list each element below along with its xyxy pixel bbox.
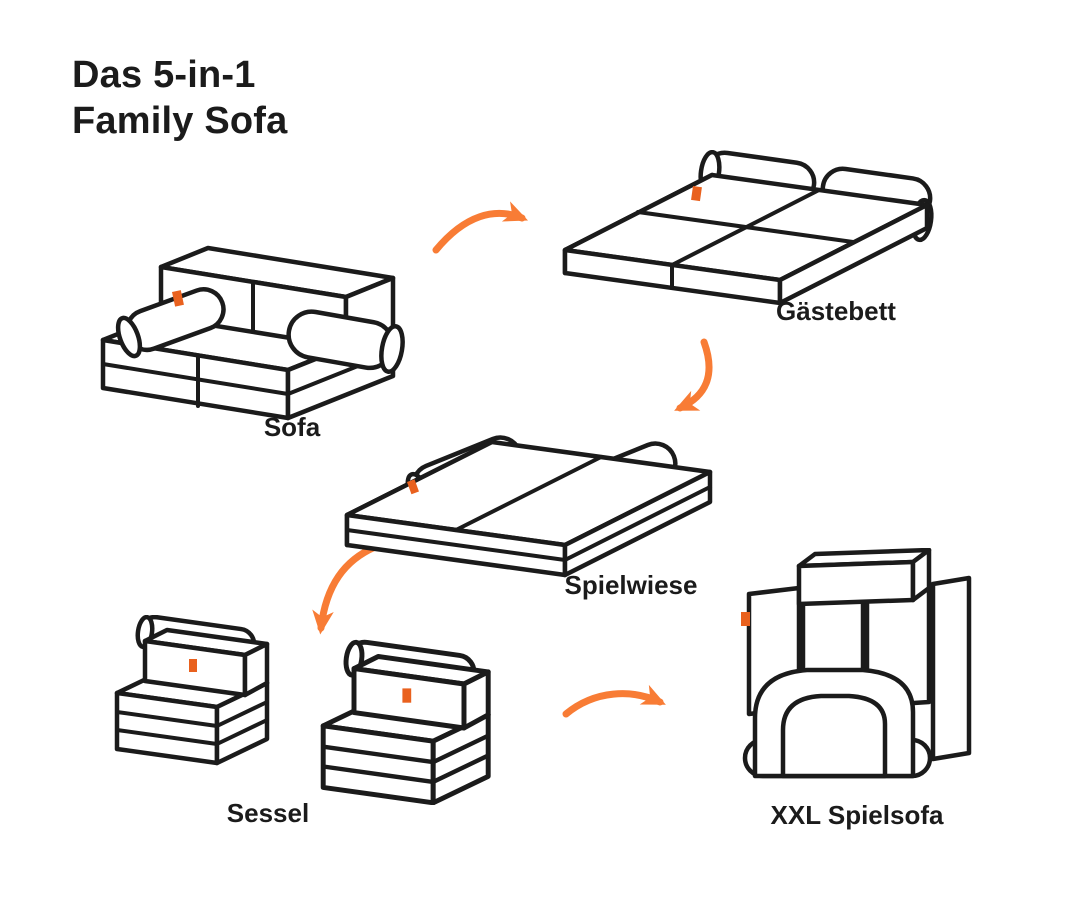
fort-tunnel-opening — [780, 693, 888, 779]
brand-tag-icon — [407, 479, 419, 495]
illustration-gaestebett — [555, 150, 955, 305]
page-title-line2: Family Sofa — [72, 100, 288, 142]
bed-side-face — [777, 202, 930, 305]
page-title: Das 5-in-1 Family Sofa — [72, 52, 288, 144]
armchair-right — [323, 640, 488, 803]
armchair-left — [117, 615, 267, 763]
brand-tag-icon — [171, 290, 184, 307]
illustration-xxl-spielsofa — [735, 548, 985, 800]
illustration-sofa — [88, 240, 433, 425]
brand-tag-icon — [691, 186, 702, 202]
fort-panel-right — [930, 575, 972, 762]
arrow-sofa-to-gaestebett — [432, 201, 529, 254]
illustration-spielwiese — [335, 420, 735, 580]
label-xxl-spielsofa: XXL Spielsofa — [770, 800, 944, 830]
arrow-sessel-to-xxl-spielsofa — [562, 684, 666, 718]
brand-tag-icon — [741, 612, 750, 626]
label-gaestebett: Gästebett — [776, 296, 896, 326]
arrow-gaestebett-to-spielwiese — [674, 338, 713, 412]
fort-top-box-side — [910, 548, 932, 603]
page-title-line1: Das 5-in-1 — [72, 54, 256, 96]
illustration-sessel — [105, 615, 515, 805]
bolster-end-cap — [379, 324, 405, 374]
label-sofa: Sofa — [263, 412, 321, 442]
bolster-end-cap — [115, 315, 143, 359]
label-spielwiese: Spielwiese — [564, 570, 698, 600]
label-sessel: Sessel — [226, 798, 310, 828]
fort-top-box-front — [796, 559, 916, 607]
